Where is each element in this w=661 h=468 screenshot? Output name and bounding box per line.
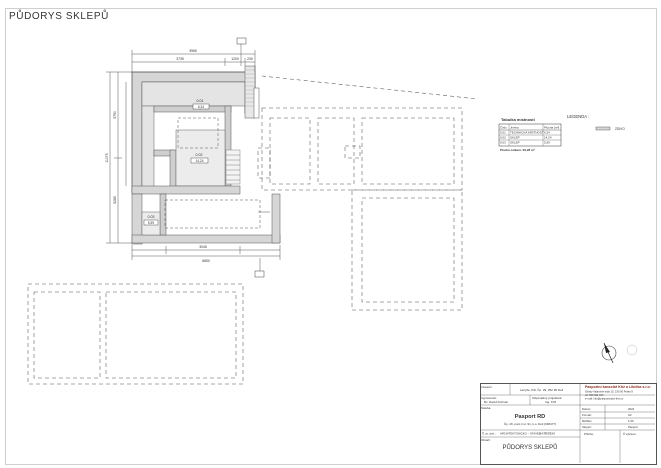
- tb-part-value: ARCHITEKTONICKO – STAVEBNÍ ŘEŠENÍ: [500, 431, 555, 436]
- table-cell: 6,34: [544, 131, 550, 135]
- col-header: Jméno: [510, 126, 519, 130]
- room-table-total: Plocha celkem: 26,28 m²: [500, 148, 535, 152]
- dim-top-mid: 1200: [231, 57, 239, 61]
- table-cell: 14,24: [544, 136, 552, 140]
- tb-company-line3: tel: 606 011 044: [585, 393, 604, 397]
- dim-left-upper: 5790: [113, 111, 117, 119]
- dim-top-right: 230: [247, 57, 253, 61]
- table-cell: 0.03: [500, 141, 506, 145]
- tb-scale-value: 1:50: [628, 419, 634, 423]
- tb-company-email: e-mail: info@pasportizace-kriz.cz: [585, 397, 624, 401]
- tb-stavba-label: Stavba:: [481, 406, 491, 410]
- table-cell: 0.02: [500, 136, 506, 140]
- legend-swatch: [595, 126, 611, 131]
- tb-part-label: Č. pr. dok.:: [482, 431, 496, 436]
- page-title: PŮDORYS SKLEPŮ: [9, 11, 109, 22]
- room-id: 0.01: [197, 99, 204, 103]
- tb-stage-label: Stupeň:: [582, 425, 592, 429]
- dimension-labels: 3965 3735 1200 230 6850 3045 11075 5790 …: [105, 49, 253, 263]
- tb-project-address: Čp. 29, parc.č.st. 91, k.ú. Doli (648477…: [504, 421, 556, 426]
- tb-investor-label: Investor:: [481, 385, 493, 389]
- legend-title: LEGENDA :: [567, 114, 589, 119]
- room-id: 0.03: [148, 215, 155, 219]
- room-id: 0.02: [196, 153, 203, 157]
- upper-floor-outline: [27, 75, 479, 385]
- room-labels: 0.01 6,34 0.02 14,24 0.03 5,59: [143, 99, 210, 226]
- dim-left-lower: 5285: [113, 196, 117, 204]
- legend-item-label: ZDIVO: [615, 127, 625, 131]
- tb-page-label: Příloha:: [584, 432, 594, 436]
- room-area: 5,59: [148, 221, 154, 225]
- tb-page-no: Č.výkresu:: [623, 431, 636, 436]
- tb-drawn-value: Bc. David Kuřínek: [484, 400, 509, 404]
- tb-date-value: 2024: [628, 407, 635, 411]
- tb-company-line2: Ožaby Valaronie trida 1S, 190 00 Praha 9: [585, 390, 633, 394]
- tb-drawing-label: Obsah:: [481, 438, 491, 442]
- room-area: 6,34: [198, 105, 204, 109]
- tb-company: Pasportní kancelář Kříž a Libička s.r.o.: [585, 385, 651, 389]
- section-markers: [236, 37, 265, 278]
- dim-bottom-overall: 6850: [202, 259, 210, 263]
- room-table-title: Tabulka místností: [501, 117, 536, 122]
- tb-responsible-value: Ing. Kříž: [545, 400, 557, 404]
- tb-drawing-title: PŮDORYS SKLEPŮ: [503, 444, 558, 451]
- col-header: Plocha [m²]: [544, 126, 559, 130]
- tb-investor-value: Lanýže, Pdl, Čp. 29, 252 96 Doli: [520, 387, 563, 392]
- dimension-lines: [106, 42, 281, 275]
- table-cell: SKLEP: [510, 136, 520, 140]
- room-table: Tabulka místností Číslo Jméno Plocha [m²…: [498, 117, 562, 152]
- tb-stage-value: Pasport: [628, 425, 638, 429]
- tb-scale-label: Měřítko:: [582, 419, 592, 423]
- tb-date-label: Datum:: [582, 407, 591, 411]
- table-cell: TECHNICKÁ MÍSTNOST: [510, 131, 544, 135]
- tb-drawn-label: Vypracoval:: [481, 396, 497, 400]
- table-cell: 5,59: [544, 141, 550, 145]
- tb-project-name: Pasport RD: [515, 414, 545, 420]
- basement-walls: [131, 65, 281, 245]
- dim-left-overall: 11075: [105, 153, 109, 162]
- table-cell: 0.01: [500, 131, 506, 135]
- drawing-frame: [5, 8, 657, 465]
- col-header: Číslo: [500, 125, 507, 130]
- dim-top-overall: 3965: [189, 49, 197, 53]
- legend: LEGENDA : ZDIVO: [567, 114, 625, 131]
- dim-bottom-mid: 3045: [199, 245, 207, 249]
- table-cell: SKLEP: [510, 141, 520, 145]
- north-arrow-icon: [601, 342, 638, 364]
- tb-format-label: Formát:: [582, 413, 592, 417]
- room-area: 14,24: [196, 159, 204, 163]
- dim-top-left: 3735: [176, 57, 184, 61]
- tb-responsible-label: Odpovědný projektant:: [532, 396, 562, 400]
- tb-format-value: A3: [628, 413, 632, 417]
